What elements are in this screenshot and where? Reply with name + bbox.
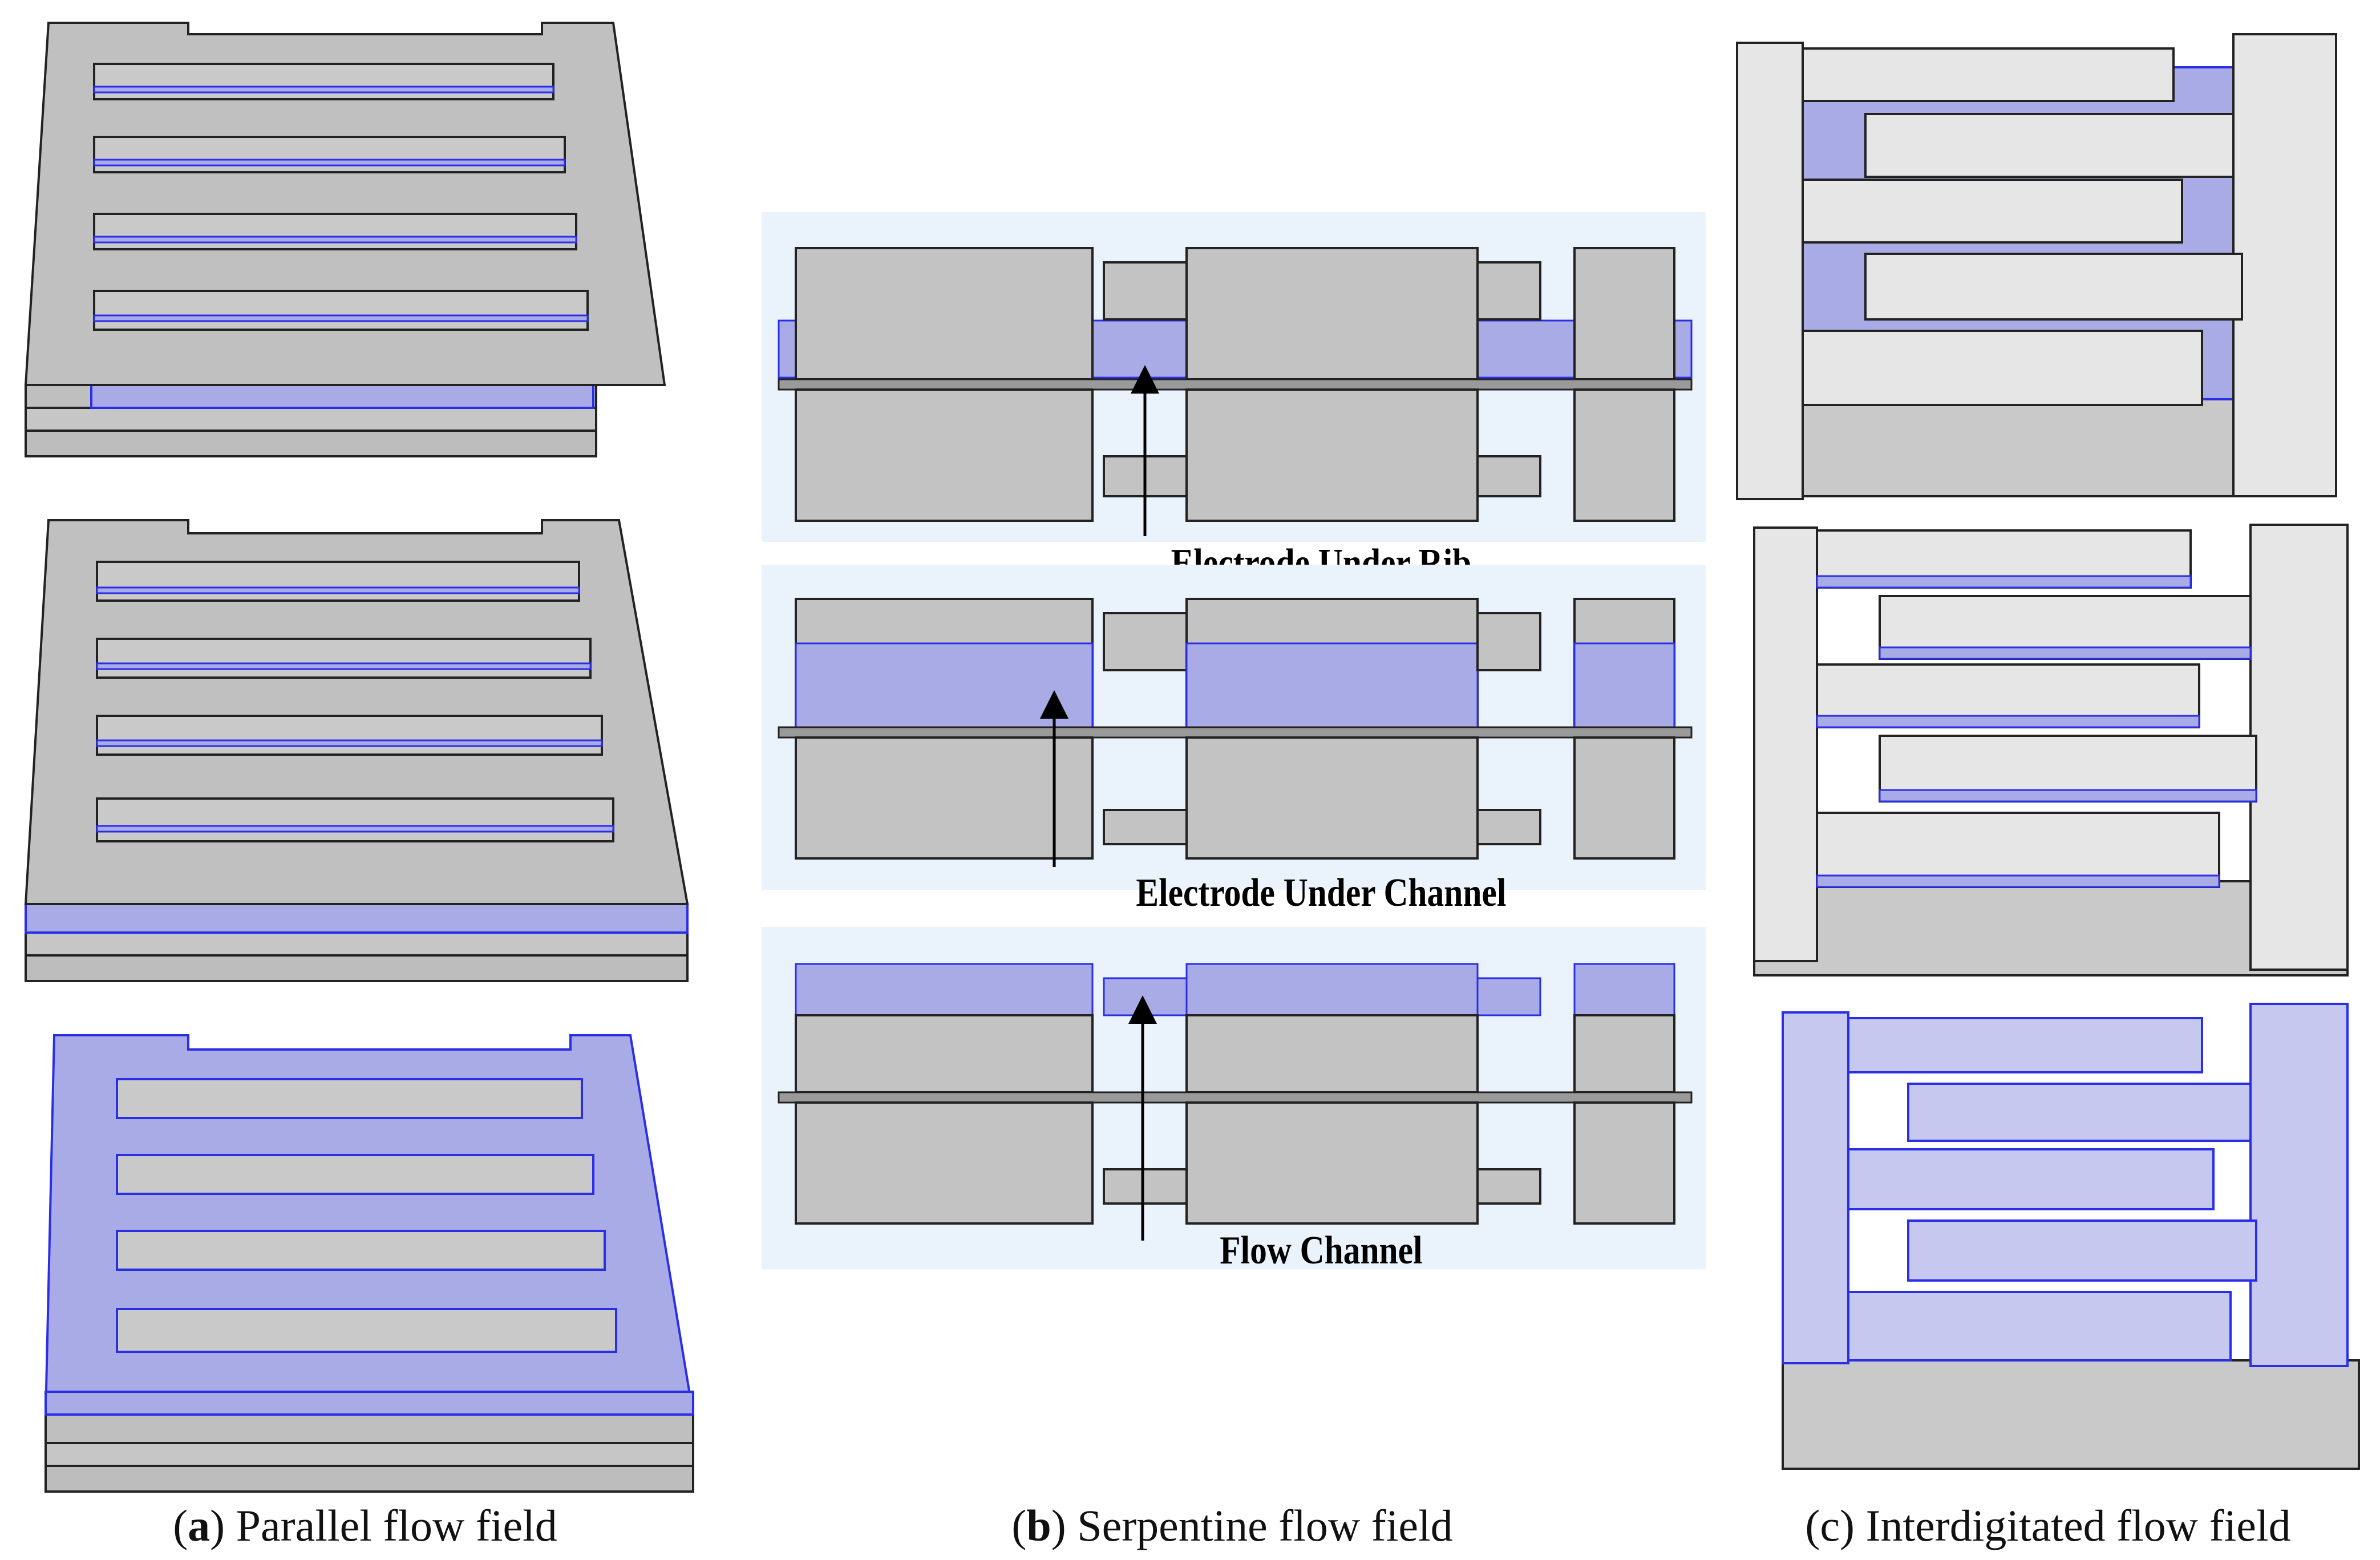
interdigitated-unit-middle — [1753, 524, 2349, 976]
interdigitated-unit-bottom — [1782, 1003, 2360, 1470]
parallel-middle-slots — [96, 561, 614, 842]
serpentine-section-electrode-under-channel: Electrode Under Channel — [762, 565, 1706, 915]
caption-b-letter: b — [1026, 1501, 1051, 1550]
caption-a-text: Parallel flow field — [236, 1501, 557, 1550]
parallel-flow-field-panel — [24, 22, 695, 1493]
parallel-bottom-slots — [116, 1078, 617, 1353]
serpentine-flow-field-panel: Electrode Under Rib Electrode Under Chan… — [762, 212, 1706, 1273]
parallel-top-slots — [93, 63, 589, 331]
parallel-plate-middle — [24, 519, 689, 982]
caption-c: (c) Interdigitated flow field — [1805, 1501, 2291, 1550]
interdigitated-top-fingers — [1802, 47, 2243, 406]
label-electrode-under-channel: Electrode Under Channel — [1136, 871, 1506, 915]
caption-c-text: Interdigitated flow field — [1865, 1501, 2291, 1550]
caption-c-letter: c — [1820, 1501, 1840, 1550]
serpentine-section-electrode-under-rib: Electrode Under Rib — [762, 212, 1706, 585]
caption-a: (a) Parallel flow field — [173, 1501, 557, 1550]
interdigitated-unit-top — [1736, 33, 2337, 500]
caption-a-letter: a — [188, 1501, 211, 1550]
interdigitated-middle-fingers — [1816, 529, 2257, 888]
interdigitated-flow-field-panel — [1736, 33, 2360, 1470]
parallel-plate-bottom — [44, 1034, 695, 1493]
label-flow-channel: Flow Channel — [1220, 1229, 1422, 1273]
caption-b: (b) Serpentine flow field — [1011, 1501, 1453, 1550]
caption-b-text: Serpentine flow field — [1077, 1501, 1453, 1550]
interdigitated-bottom-fingers — [1847, 1017, 2257, 1362]
serpentine-section-flow-channel: Flow Channel — [762, 927, 1706, 1273]
parallel-plate-top — [24, 22, 666, 457]
